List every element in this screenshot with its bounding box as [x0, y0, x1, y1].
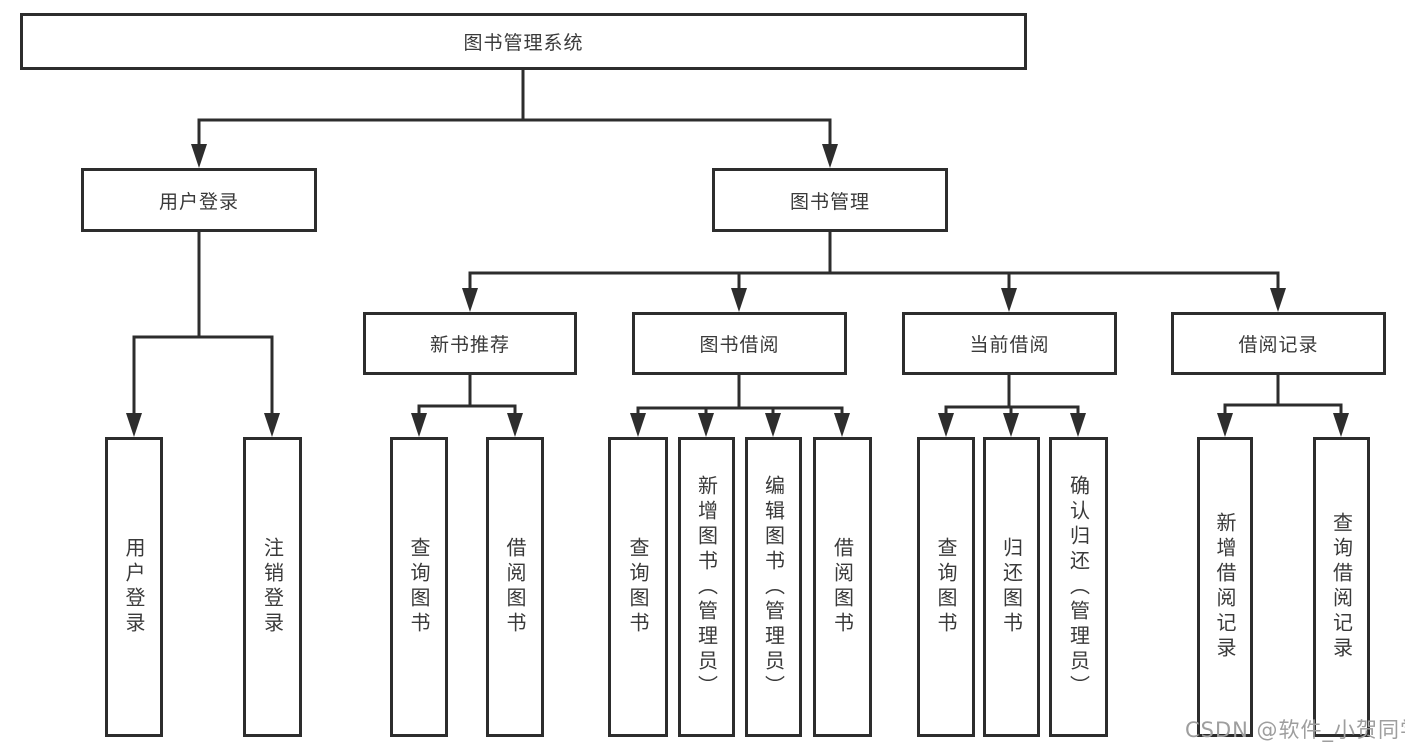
leaf-borrow-books-recommend: 借阅图书	[486, 437, 544, 737]
leaf-logout-login: 注销登录	[243, 437, 302, 737]
leaf-confirm-return-admin: 确认归还（管理员）	[1049, 437, 1108, 737]
leaf-borrow-books-borrowing: 借阅图书	[813, 437, 872, 737]
leaf-edit-books-admin: 编辑图书（管理员）	[745, 437, 802, 737]
node-book-borrowing: 图书借阅	[632, 312, 847, 375]
node-current-borrowing: 当前借阅	[902, 312, 1117, 375]
leaf-return-books: 归还图书	[983, 437, 1040, 737]
leaf-query-books-recommend: 查询图书	[390, 437, 448, 737]
leaf-add-borrow-record: 新增借阅记录	[1197, 437, 1253, 737]
leaf-query-books-borrowing: 查询图书	[608, 437, 668, 737]
node-book-management: 图书管理	[712, 168, 948, 232]
leaf-add-books-admin: 新增图书（管理员）	[678, 437, 735, 737]
node-borrowing-records: 借阅记录	[1171, 312, 1386, 375]
leaf-query-books-current: 查询图书	[917, 437, 975, 737]
node-new-book-recommendation: 新书推荐	[363, 312, 577, 375]
watermark: CSDN @软件_小贺同学	[1185, 718, 1405, 742]
leaf-query-borrow-record: 查询借阅记录	[1313, 437, 1370, 737]
node-library-management-system: 图书管理系统	[20, 13, 1027, 70]
leaf-user-login: 用户登录	[105, 437, 163, 737]
node-user-login: 用户登录	[81, 168, 317, 232]
